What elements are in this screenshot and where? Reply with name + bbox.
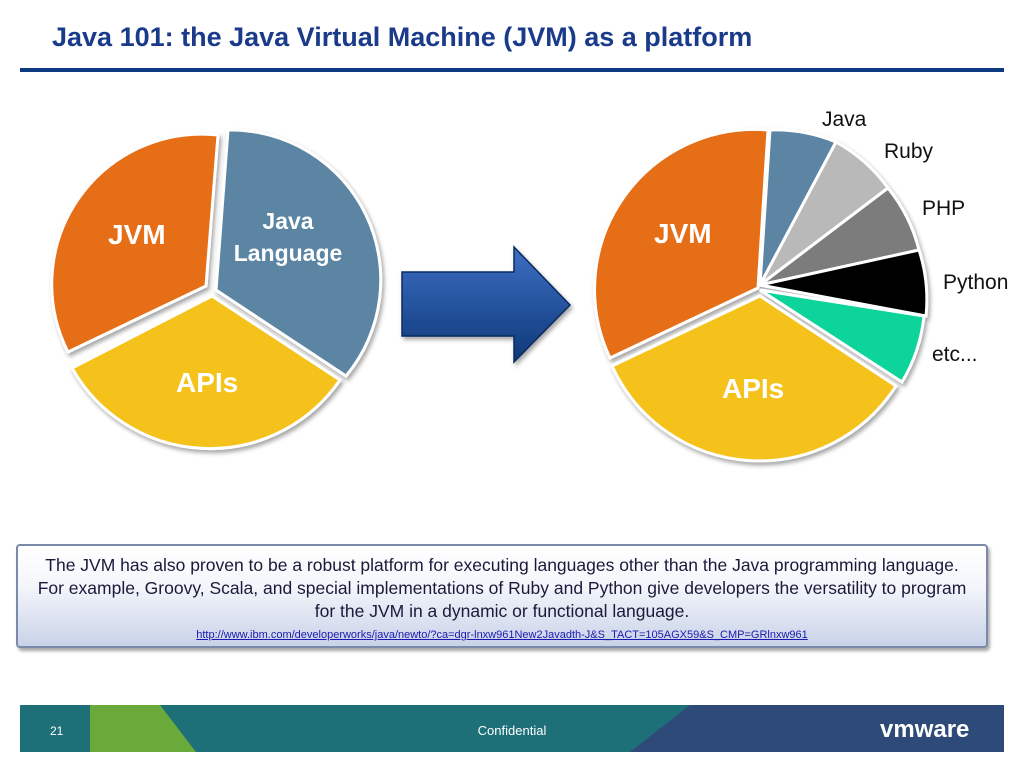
left-pie — [50, 128, 383, 451]
left-pie-label-apis: APIs — [176, 367, 238, 398]
page-number: 21 — [50, 724, 64, 738]
confidential-label: Confidential — [478, 723, 547, 738]
slide-title: Java 101: the Java Virtual Machine (JVM)… — [52, 22, 753, 52]
callout-box: The JVM has also proven to be a robust p… — [16, 544, 988, 648]
vmware-logo: vmware — [880, 716, 969, 743]
right-pie-label-ruby: Ruby — [884, 140, 934, 163]
left-pie-slice-jvm — [50, 132, 220, 354]
footer-bar: 21 Confidential vmware — [20, 705, 1004, 752]
left-pie-slice-java-language — [214, 128, 383, 378]
left-pie-label-jvm: JVM — [108, 219, 166, 250]
right-pie-slice-apis — [610, 294, 899, 463]
title-divider — [20, 68, 1004, 72]
right-pie-slice-etc — [759, 288, 926, 385]
right-pie-label-python: Python — [943, 271, 1008, 294]
left-pie-slice-apis — [69, 294, 343, 451]
right-pie-label-java: Java — [822, 108, 867, 131]
right-pie — [593, 127, 929, 463]
left-pie-label-java: Java — [262, 208, 313, 234]
right-pie-slice-python — [759, 248, 929, 318]
right-pie-label-apis: APIs — [722, 373, 784, 404]
left-pie-label-language: Language — [234, 240, 343, 266]
right-pie-slice-jvm — [593, 127, 770, 360]
footer-navy-accent — [630, 705, 1004, 752]
right-pie-label-php: PHP — [922, 197, 965, 220]
footer-green-accent — [90, 705, 196, 752]
reference-link[interactable]: http://www.ibm.com/developerworks/java/n… — [196, 629, 808, 641]
pie-charts: JVM Java Language APIs JVM APIs Java Rub… — [50, 108, 1008, 463]
right-pie-label-etc: etc... — [932, 343, 978, 366]
callout-text: The JVM has also proven to be a robust p… — [37, 555, 967, 621]
right-pie-label-jvm: JVM — [654, 218, 712, 249]
right-arrow-icon — [401, 245, 572, 364]
